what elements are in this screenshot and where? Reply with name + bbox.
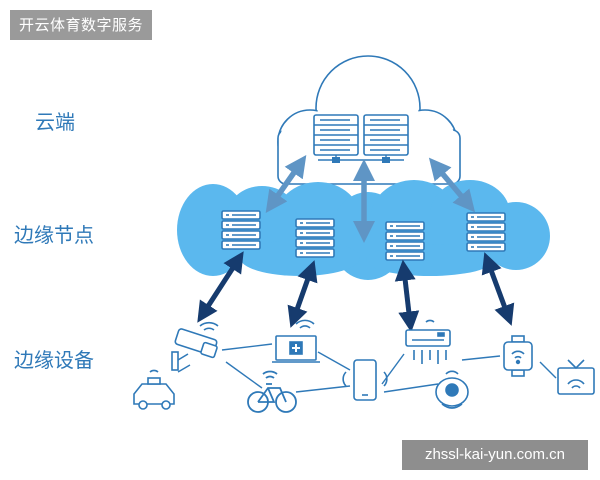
- security-camera-icon: [171, 321, 219, 371]
- robot-vacuum-icon: [435, 370, 469, 409]
- layer-label-edge-nodes: 边缘节点: [14, 223, 94, 247]
- smartphone-icon: [342, 359, 388, 401]
- hospital-icon: [272, 319, 320, 363]
- air-conditioner-icon: [405, 319, 451, 364]
- smartwatch-icon: [503, 335, 533, 377]
- car-icon: [133, 369, 175, 410]
- cloud-server-icon: [313, 114, 409, 163]
- device-links: [177, 343, 557, 393]
- layer-label-edge-devices: 边缘设备: [14, 348, 94, 372]
- layer-label-cloud: 云端: [35, 110, 75, 134]
- smart-tv-icon: [557, 359, 595, 395]
- cloud-layer: [277, 55, 461, 185]
- edge-device-arrows: [197, 251, 515, 333]
- bicycle-icon: [247, 370, 297, 413]
- header-badge: 开云体育数字服务: [10, 10, 153, 40]
- watermark: zhssl-kai-yun.com.cn: [402, 440, 588, 470]
- cloud-edge-arrows: [265, 154, 476, 243]
